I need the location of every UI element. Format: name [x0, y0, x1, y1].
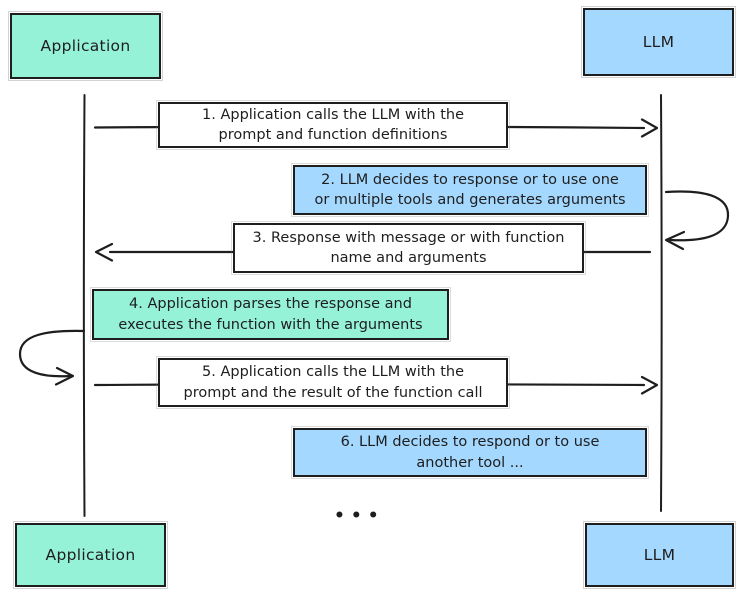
step-line: 3. Response with message or with functio… [252, 229, 565, 246]
actor-label: LLM [642, 33, 675, 51]
step-line: executes the function with the arguments [118, 316, 423, 333]
actor-application-bottom: Application [13, 521, 168, 589]
arrowhead-step-5 [640, 375, 659, 395]
llm-self-loop-arrow [664, 190, 730, 242]
actor-label: Application [40, 37, 131, 55]
step-4-message: 4. Application parses the response and e… [90, 287, 451, 342]
step-line: 2. LLM decides to response or to use one [321, 171, 619, 188]
actor-llm-bottom: LLM [583, 521, 736, 589]
step-line: prompt and the result of the function ca… [183, 384, 483, 401]
arrowhead-step-3 [94, 242, 114, 262]
application-self-loop-arrow [18, 329, 86, 378]
step-3-message: 3. Response with message or with functio… [231, 221, 586, 275]
step-line: prompt and function definitions [218, 127, 448, 143]
application-self-loop-arrowhead [54, 366, 75, 386]
step-line: or multiple tools and generates argument… [314, 192, 626, 208]
step-6-message: 6. LLM decides to respond or to use anot… [291, 426, 649, 479]
step-2-message: 2. LLM decides to response or to use one… [291, 163, 649, 217]
step-line: another tool ... [416, 454, 524, 471]
step-line: 5. Application calls the LLM with the [202, 364, 464, 380]
arrowhead-step-1 [640, 118, 659, 138]
step-line: 1. Application calls the LLM with the [202, 106, 464, 123]
actor-application-top: Application [8, 11, 163, 81]
actor-llm-top: LLM [581, 6, 736, 78]
step-5-message: 5. Application calls the LLM with the pr… [156, 356, 510, 409]
step-line: 4. Application parses the response and [129, 296, 412, 312]
step-line: name and arguments [330, 250, 487, 266]
llm-self-loop-arrowhead [664, 230, 686, 251]
step-line: 6. LLM decides to respond or to use [340, 434, 600, 450]
continuation-ellipsis: ••• [334, 506, 385, 526]
llm-lifeline [660, 94, 663, 512]
actor-label: Application [45, 546, 136, 564]
application-lifeline [82, 94, 86, 517]
step-1-message: 1. Application calls the LLM with the pr… [156, 100, 510, 150]
actor-label: LLM [643, 546, 676, 564]
